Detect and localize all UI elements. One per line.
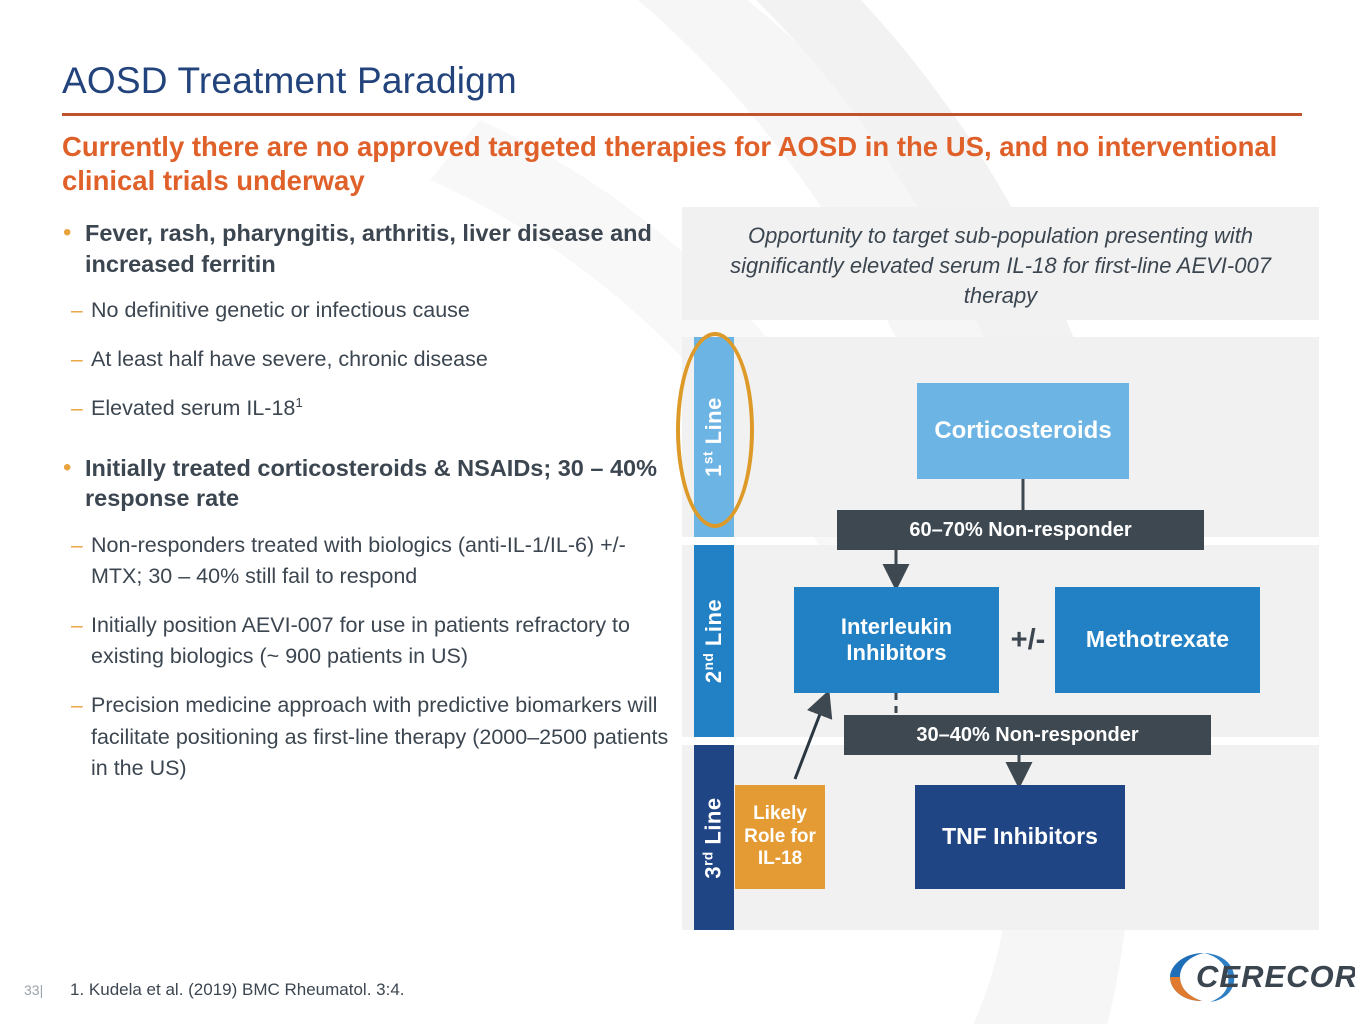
plus-minus-label: +/- [1010,623,1046,656]
bullet-sub-label: Elevated serum IL-18 [91,396,296,421]
footnote-marker: 1 [295,395,303,411]
bullet-sub-text: Initially position AEVI-007 for use in p… [91,613,630,669]
node-interleukin-inhibitors[interactable]: Interleukin Inhibitors [794,587,999,693]
bullet-sub-text: At least half have severe, chronic disea… [91,347,488,372]
bullet-sub-text: Non-responders treated with biologics (a… [91,532,626,588]
bullet-sub-text: Precision medicine approach with predict… [91,693,669,780]
node-tnf-inhibitors[interactable]: TNF Inhibitors [915,785,1125,889]
banner-second-nonresponder: 30–40% Non-responder [844,715,1211,755]
node-corticosteroids[interactable]: Corticosteroids [917,383,1129,479]
line-label-second: 2nd Line [694,545,734,737]
node-likely-role-il18[interactable]: Likely Role for IL-18 [735,785,825,889]
dash-icon: – [71,348,83,372]
page-number: 33| [24,982,44,998]
diagram-caption: Opportunity to target sub-population pre… [730,223,1271,308]
bullet-sub: – Precision medicine approach with predi… [55,690,670,784]
bullet-primary-text: Initially treated corticosteroids & NSAI… [85,454,658,512]
line-label-third: 3rd Line [694,745,734,930]
dash-icon: – [71,299,83,323]
bullet-primary: • Fever, rash, pharyngitis, arthritis, l… [55,218,670,279]
line-label-third-text: 3rd Line [700,796,727,879]
line-label-second-text: 2nd Line [700,598,727,684]
first-line-highlight-ellipse [676,332,754,528]
node-methotrexate[interactable]: Methotrexate [1055,587,1260,693]
title-divider [62,113,1302,116]
bullet-sub: – Initially position AEVI-007 for use in… [55,610,670,672]
banner-first-nonresponder: 60–70% Non-responder [837,510,1204,550]
bullet-sub-text: No definitive genetic or infectious caus… [91,298,470,323]
dash-icon: – [71,614,83,638]
treatment-paradigm-diagram: Opportunity to target sub-population pre… [676,207,1319,930]
bullet-primary-text: Fever, rash, pharyngitis, arthritis, liv… [85,220,652,277]
page-title: AOSD Treatment Paradigm [62,60,517,101]
dash-icon: – [71,694,83,718]
bullet-sub-text: Elevated serum IL-181 [91,393,670,424]
caption-panel: Opportunity to target sub-population pre… [682,207,1319,320]
bullet-sub: – Elevated serum IL-181 [55,393,670,424]
bullet-primary: • Initially treated corticosteroids & NS… [55,453,670,514]
dash-icon: – [71,533,83,557]
cerecor-wordmark: CERECOR [1196,959,1355,994]
dash-icon: – [71,397,83,421]
bullet-column: • Fever, rash, pharyngitis, arthritis, l… [55,218,670,788]
bullet-sub: – No definitive genetic or infectious ca… [55,295,670,326]
bullet-dot-icon: • [63,453,72,481]
bullet-dot-icon: • [63,219,72,246]
bullet-sub: – Non-responders treated with biologics … [55,530,670,592]
cerecor-logo: CERECOR [1160,945,1357,1007]
footnote-citation: 1. Kudela et al. (2019) BMC Rheumatol. 3… [70,980,405,999]
bullet-sub: – At least half have severe, chronic dis… [55,344,670,375]
subheadline: Currently there are no approved targeted… [62,131,1278,196]
